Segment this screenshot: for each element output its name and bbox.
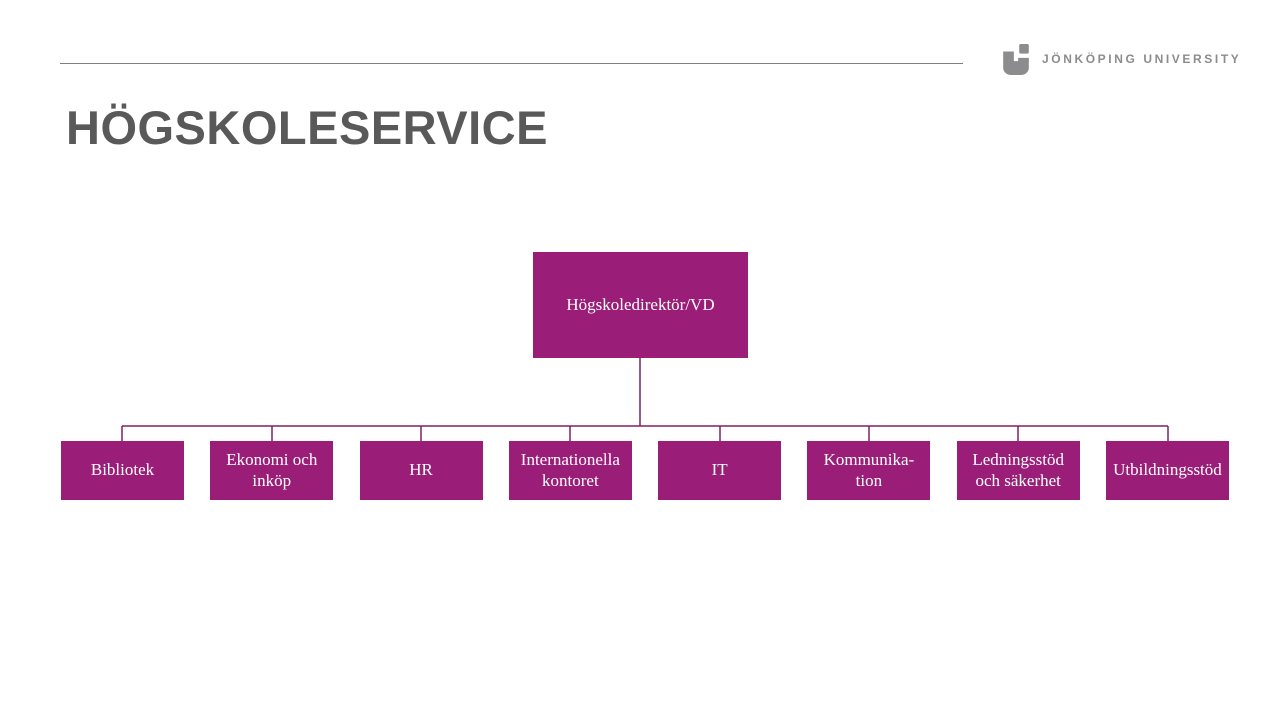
department-box: Ekonomi och inköp	[210, 441, 334, 500]
department-box: Internationella kontoret	[508, 441, 632, 500]
department-box: IT	[658, 441, 782, 500]
page-title: HÖGSKOLESERVICE	[66, 101, 548, 154]
org-root-box: Högskoledirektör/VD	[533, 252, 748, 358]
org-root-label: Högskoledirektör/VD	[566, 294, 715, 314]
department-box: HR	[359, 441, 483, 500]
department-box: Ledningsstöd och säkerhet	[956, 441, 1080, 500]
department-box: Bibliotek	[61, 441, 184, 500]
department-label: Ledningsstöd och säkerhet	[972, 450, 1064, 490]
department-box: Utbildningsstöd	[1105, 441, 1229, 500]
department-label: Internationella kontoret	[520, 450, 620, 490]
header-divider-line	[60, 63, 963, 64]
university-logo: JÖNKÖPING UNIVERSITY	[1003, 40, 1241, 78]
department-label: HR	[409, 460, 433, 480]
ju-logo-mark-icon	[1003, 43, 1029, 75]
department-label: Kommunika-tion	[823, 450, 915, 490]
department-row: Bibliotek Ekonomi och inköp HR Internati…	[61, 441, 1229, 500]
department-box: Kommunika-tion	[807, 441, 931, 500]
university-logo-text: JÖNKÖPING UNIVERSITY	[1042, 52, 1242, 66]
department-label: Bibliotek	[90, 460, 155, 480]
department-label: Utbildningsstöd	[1113, 460, 1222, 480]
org-connector-lines	[121, 358, 1169, 441]
department-label: Ekonomi och inköp	[226, 450, 318, 490]
department-label: IT	[711, 460, 728, 480]
